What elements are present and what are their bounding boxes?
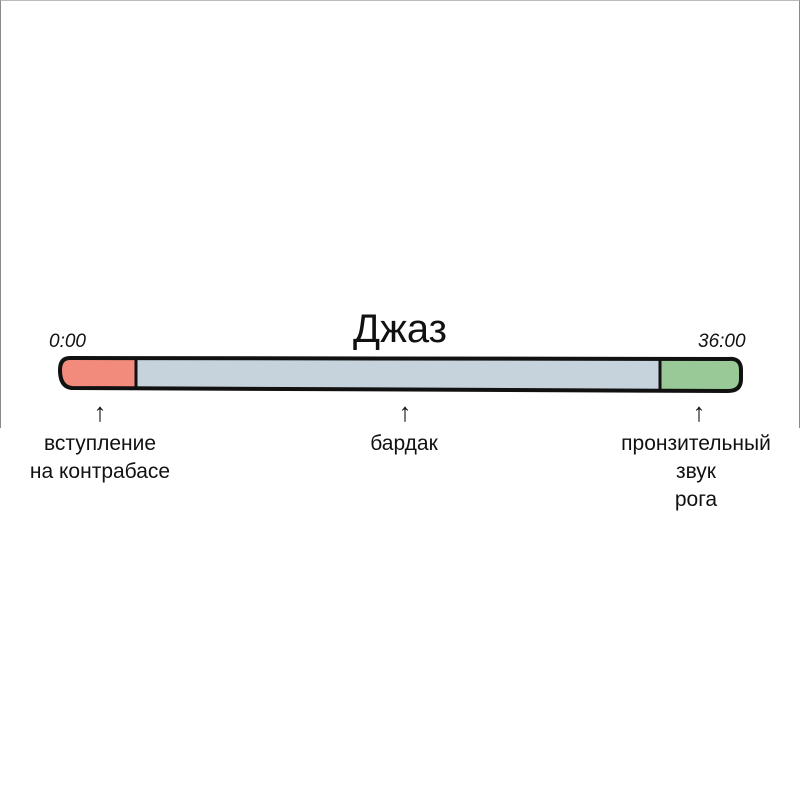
segment-label-chaos: бардак (370, 432, 438, 455)
bar-outline (58, 356, 743, 393)
end-time-label: 36:00 (698, 331, 746, 352)
arrow-up-icon: ↑ (398, 397, 412, 427)
segment-intro (60, 358, 136, 391)
segment-chaos (136, 358, 660, 391)
chart-title: Джаз (353, 307, 447, 351)
start-time-label: 0:00 (49, 331, 86, 352)
arrow-up-icon: ↑ (93, 397, 107, 427)
segment-label-intro: вступление на контрабасе (29, 432, 171, 483)
segment-label-horn: пронзительный звук рога (621, 432, 771, 511)
timeline-bar (58, 356, 743, 393)
segment-horn (660, 358, 741, 391)
arrow-up-icon: ↑ (692, 397, 706, 427)
